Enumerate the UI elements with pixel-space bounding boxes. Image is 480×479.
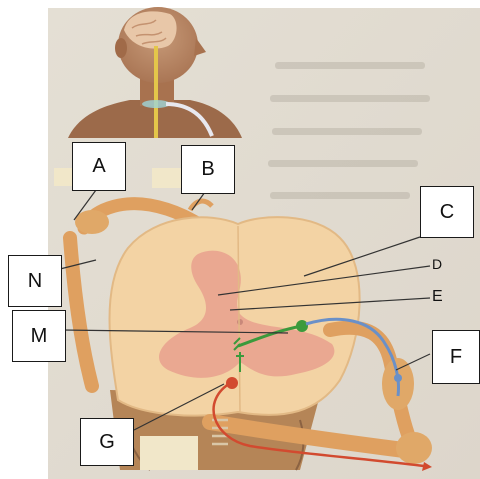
label-A: A xyxy=(72,142,126,191)
motor-neuron-body xyxy=(226,377,238,389)
label-N: N xyxy=(8,255,62,307)
label-F: F xyxy=(432,330,480,384)
label-C: C xyxy=(420,186,474,238)
label-D: D xyxy=(432,256,442,272)
label-B: B xyxy=(181,145,235,194)
label-M: M xyxy=(12,310,66,362)
label-E: E xyxy=(432,288,443,306)
interneuron-body xyxy=(296,320,308,332)
patch-g xyxy=(140,436,198,470)
label-G: G xyxy=(80,418,134,466)
